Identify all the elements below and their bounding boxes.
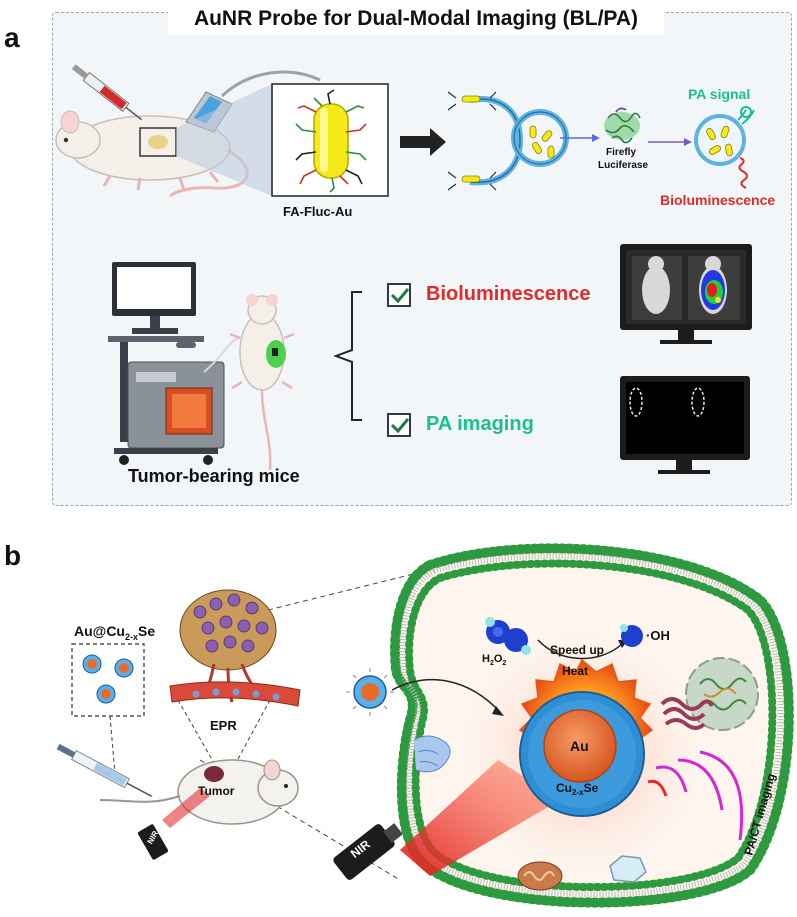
luciferase-protein-icon: [604, 107, 641, 144]
imaging-system-icon: [108, 262, 249, 465]
panel-b-letter: b: [4, 540, 22, 571]
hydroxyl-radical-icon: [620, 624, 643, 647]
flame-nanoparticle-icon: [518, 658, 654, 817]
shell-label: Cu2-xSe: [556, 781, 599, 797]
panel-a-illustration: [55, 64, 755, 474]
enzyme-label-line1: Firefly: [606, 147, 637, 158]
mouse-icon: [99, 759, 299, 825]
oh-label: ·OH: [646, 628, 670, 643]
checklist-item-bioluminescence: Bioluminescence: [426, 283, 591, 305]
epr-label: EPR: [210, 718, 237, 733]
panel-a-title: AuNR Probe for Dual-Modal Imaging (BL/PA…: [168, 4, 664, 34]
syringe-icon: [56, 743, 153, 798]
h2o2-molecule-icon: [485, 617, 531, 655]
probe-label: FA-Fluc-Au: [283, 204, 353, 219]
enzyme-label-line2: Luciferase: [598, 160, 649, 171]
h2o2-label: H2O2: [482, 653, 506, 667]
speed-up-label: Speed up: [550, 643, 605, 657]
tumor-label: Tumor: [198, 784, 235, 798]
tumor-cluster-icon: [179, 589, 277, 703]
blood-vessel-icon: [169, 681, 301, 707]
nanoparticle-icon: [82, 654, 134, 704]
arrow-icon: [400, 128, 446, 156]
checklist-item-pa-imaging: PA imaging: [426, 413, 534, 435]
nanoparticle-icon: [346, 668, 394, 716]
pa-monitor-icon: [620, 376, 750, 474]
bioluminescence-monitor-icon: [620, 244, 752, 344]
mice-label: Tumor-bearing mice: [128, 466, 300, 486]
core-label: Au: [570, 738, 589, 754]
brace-icon: [333, 291, 362, 421]
check-icon: [387, 283, 411, 307]
pa-signal-label: PA signal: [688, 86, 751, 102]
gold-nanorod-icon: [271, 83, 389, 197]
endoplasmic-reticulum-icon: [660, 697, 714, 730]
panel-b-illustration: PA/CT imaging Au@Cu2-xSe H2O2 Cu2-xSe: [56, 543, 794, 908]
bioluminescence-signal-label: Bioluminescence: [660, 192, 776, 208]
vesicle-signal-icon: [694, 106, 755, 189]
nanoparticle-box: [71, 643, 145, 717]
mitochondria-icon: [517, 861, 563, 891]
vesicle-icon: [609, 855, 647, 883]
nir-laser-large-icon: [333, 823, 403, 880]
endocytosis-icon: [447, 91, 692, 191]
golgi-icon: [413, 735, 451, 773]
nir-laser-small-icon: [137, 788, 210, 860]
panel-a-letter: a: [4, 22, 20, 53]
heat-label: Heat: [562, 664, 589, 678]
check-icon: [387, 413, 411, 437]
nanoparticle-label: Au@Cu2-xSe: [74, 623, 155, 642]
mouse-topview-icon: [229, 294, 295, 471]
